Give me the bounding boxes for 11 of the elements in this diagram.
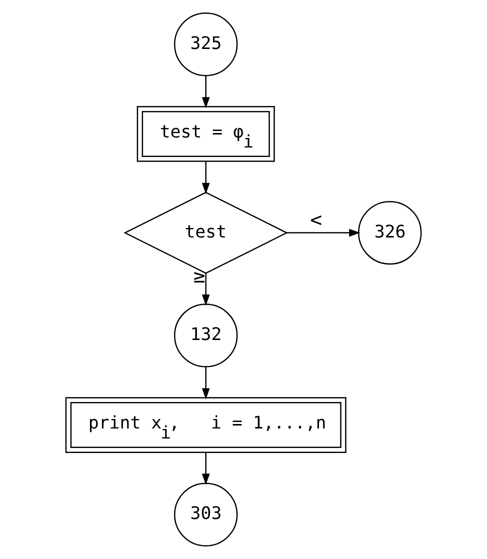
arrow	[286, 228, 360, 237]
node-circle: 132	[174, 304, 238, 368]
edge-label: <	[310, 208, 322, 232]
arrow	[202, 162, 210, 194]
node-circle: 326	[358, 200, 422, 265]
arrow	[202, 366, 210, 400]
arrow	[202, 452, 210, 485]
node-circle: 303	[174, 482, 238, 546]
arrow	[202, 76, 210, 108]
node-circle: 325	[174, 12, 238, 76]
arrow	[202, 274, 210, 306]
